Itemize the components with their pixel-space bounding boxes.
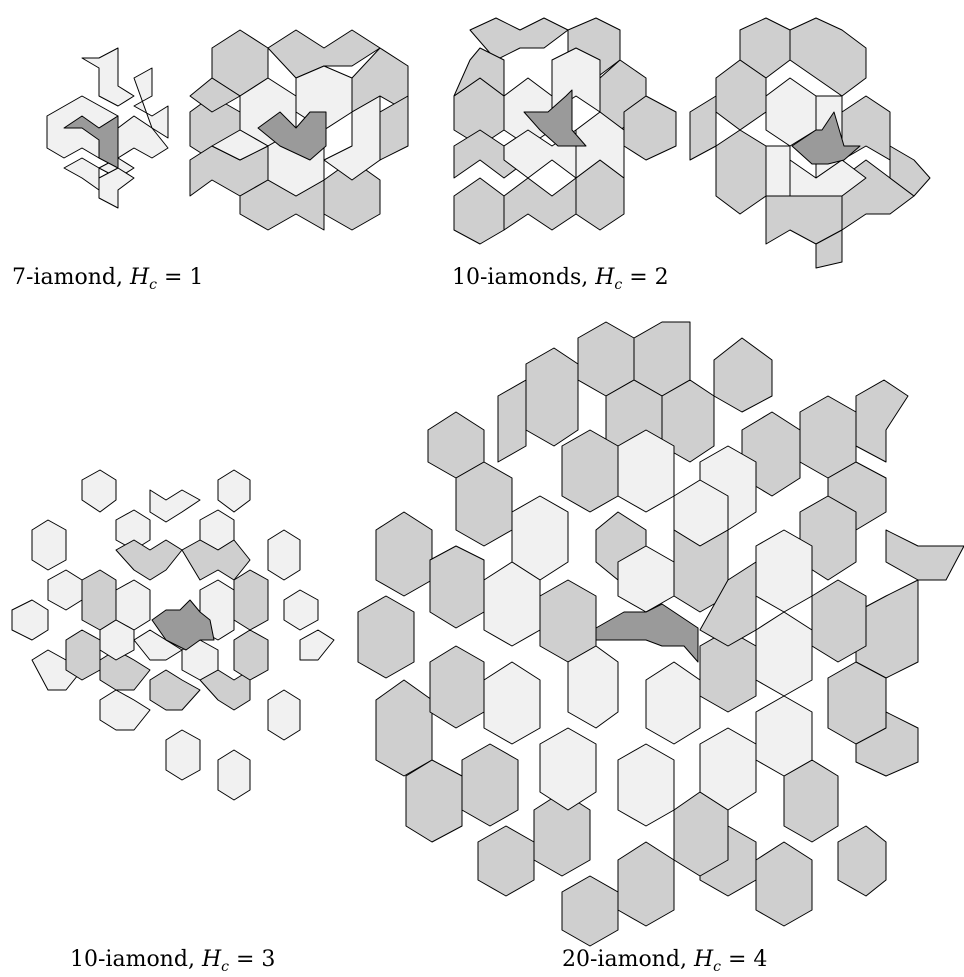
tile xyxy=(812,580,866,662)
tile xyxy=(380,96,408,160)
tile xyxy=(700,728,756,810)
tile xyxy=(82,470,116,512)
caption-7-iamond: 7-iamond, Hc = 1 xyxy=(12,265,203,293)
tile xyxy=(790,18,866,96)
tile xyxy=(268,530,300,580)
tile xyxy=(32,520,66,570)
tile xyxy=(540,580,596,662)
tile xyxy=(100,650,150,690)
tile xyxy=(462,744,518,826)
caption-10-iamond: 10-iamond, Hc = 3 xyxy=(70,947,275,975)
tile xyxy=(756,530,812,612)
tile xyxy=(268,690,300,740)
tile xyxy=(166,730,200,780)
tile xyxy=(454,178,504,244)
tile xyxy=(100,690,150,730)
tile xyxy=(218,750,250,800)
tile xyxy=(150,490,200,522)
tile xyxy=(430,646,484,728)
tile xyxy=(484,662,540,744)
tile xyxy=(376,512,432,596)
tile xyxy=(784,760,838,842)
tile xyxy=(540,728,596,810)
tiling-10-iamond-hc3 xyxy=(12,470,334,800)
tile xyxy=(116,540,182,580)
tile xyxy=(99,168,134,208)
tile xyxy=(756,612,812,696)
tile xyxy=(838,826,886,896)
tile xyxy=(48,570,82,610)
tile xyxy=(66,630,100,680)
tile xyxy=(568,646,618,728)
tile xyxy=(478,826,534,896)
tile xyxy=(618,744,674,826)
caption-20-iamond: 20-iamond, Hc = 4 xyxy=(562,947,767,975)
tiling-20-iamond-hc4 xyxy=(358,322,964,946)
tile xyxy=(504,178,576,230)
tile xyxy=(456,462,512,546)
tile xyxy=(756,696,812,776)
tiling-7-iamond-hc1 xyxy=(47,48,168,208)
tiling-10-iamond-hc2-a xyxy=(190,30,408,230)
tile xyxy=(756,842,812,926)
tile xyxy=(646,662,700,744)
tile xyxy=(406,760,462,842)
tile xyxy=(358,596,414,678)
caption-10-iamonds: 10-iamonds, Hc = 2 xyxy=(452,265,669,293)
tile xyxy=(716,130,766,214)
tile xyxy=(766,146,790,196)
tile xyxy=(234,630,268,680)
tile xyxy=(300,630,334,660)
center-tile xyxy=(596,604,698,662)
tile xyxy=(618,430,674,512)
tile xyxy=(376,680,432,776)
tile xyxy=(284,590,318,630)
tile xyxy=(714,338,772,412)
tile xyxy=(82,48,134,106)
tile xyxy=(562,876,618,946)
tile xyxy=(218,470,250,512)
tile xyxy=(856,380,908,462)
tile xyxy=(800,396,856,478)
tile xyxy=(484,562,540,646)
tile xyxy=(498,380,526,462)
tile xyxy=(12,600,48,640)
tile xyxy=(828,662,886,744)
tile xyxy=(562,430,618,512)
tile xyxy=(234,570,268,630)
tiling-10-iamond-hc2-c xyxy=(690,18,930,268)
tile xyxy=(526,348,578,446)
tile xyxy=(886,530,964,580)
tiling-10-iamond-hc2-b xyxy=(454,18,676,244)
tile xyxy=(690,96,716,160)
tile xyxy=(618,842,674,926)
tile xyxy=(82,570,116,630)
tile xyxy=(430,546,484,628)
